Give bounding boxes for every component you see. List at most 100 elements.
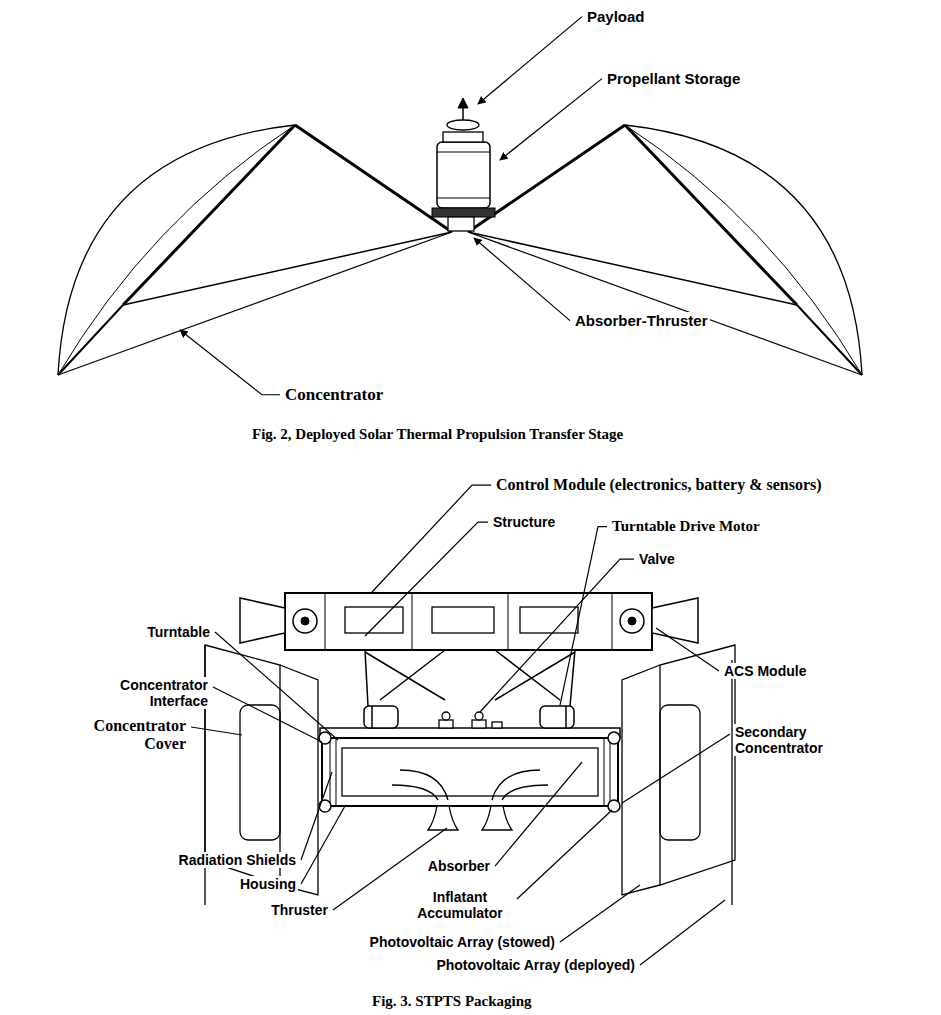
part-label: Control Module (electronics, battery & s… (494, 476, 824, 494)
absorber-housing (336, 738, 337, 806)
part-label: Housing (238, 876, 298, 892)
part-label: Inflatant Accumulator (406, 889, 514, 921)
control-module (520, 607, 578, 633)
side-panels-left (205, 645, 280, 885)
spacecraft (458, 98, 468, 108)
leader-line (180, 330, 280, 395)
leader-line (517, 810, 612, 899)
absorber-housing (604, 738, 605, 806)
control-module (620, 609, 644, 633)
leader-line (372, 485, 491, 592)
part-label: Structure (491, 514, 557, 530)
absorber-housing (502, 785, 548, 800)
concentrator-right (468, 232, 862, 375)
control-module (628, 617, 636, 625)
part-label: Thruster (269, 902, 330, 918)
part-label: Concentrator (283, 385, 385, 405)
spacecraft (447, 120, 479, 130)
acs-thruster (240, 598, 285, 643)
figure-caption: Fig. 3. STPTS Packaging (370, 993, 534, 1010)
absorber-housing (392, 785, 438, 800)
leader-line (215, 632, 338, 740)
leader-line (213, 687, 322, 742)
control-module (508, 593, 509, 650)
turntable (320, 706, 620, 738)
part-label: Absorber-Thruster (573, 312, 710, 329)
part-label: Photovoltaic Array (deployed) (434, 957, 637, 973)
concentrator-right (625, 125, 862, 375)
structure-strut (570, 650, 575, 706)
leader-line (656, 628, 719, 671)
control-module (285, 593, 652, 650)
side-panels-left (240, 705, 280, 840)
acs-thruster (652, 598, 698, 643)
control-module (325, 593, 326, 650)
absorber-housing (492, 770, 540, 800)
figure-caption: Fig. 2, Deployed Solar Thermal Propulsio… (250, 426, 625, 443)
turntable (320, 728, 620, 738)
absorber-housing (610, 738, 611, 806)
part-label: Secondary Concentrator (733, 724, 849, 756)
spacecraft (448, 217, 474, 231)
concentrator-left (58, 232, 452, 375)
spacecraft (437, 152, 490, 153)
absorber-housing (330, 738, 331, 806)
concentrator-right (625, 125, 797, 305)
part-label: ACS Module (722, 663, 808, 679)
control-module (345, 607, 403, 633)
part-label: Absorber (426, 858, 492, 874)
side-panels-right (622, 665, 660, 895)
part-label: Turntable Drive Motor (610, 518, 762, 535)
side-panels-right (660, 705, 700, 840)
absorber-housing (400, 770, 448, 800)
part-label: Valve (637, 551, 677, 567)
structure-strut (365, 650, 368, 706)
part-label: Concentrator Interface (98, 677, 210, 709)
structure-strut (380, 650, 445, 700)
side-panels-right (622, 645, 735, 905)
valve (442, 712, 450, 720)
side-panels-right (731, 660, 732, 905)
structure-strut (365, 650, 575, 706)
leader-line (500, 79, 602, 160)
leader-line (560, 885, 640, 942)
acs-thruster (240, 598, 698, 643)
turntable (540, 706, 574, 728)
inflatant-accumulator (319, 800, 331, 812)
spacecraft (443, 132, 483, 142)
leader-line (474, 238, 570, 321)
control-module (301, 617, 309, 625)
valve (492, 722, 502, 728)
valve (475, 712, 483, 720)
part-label: Propellant Storage (605, 70, 742, 87)
leader-line (301, 772, 332, 860)
concentrator-left (58, 305, 123, 375)
concentrator-left (123, 125, 295, 305)
control-module (285, 593, 652, 650)
inflatant-accumulator (608, 800, 620, 812)
part-label: Radiation Shields (177, 852, 298, 868)
spacecraft (432, 208, 495, 217)
control-module (432, 607, 494, 633)
concentrator-left (58, 125, 295, 375)
control-module (412, 593, 413, 650)
control-module (612, 593, 613, 650)
concentrator-right (797, 305, 862, 375)
control-module (293, 609, 317, 633)
structure-strut (495, 650, 560, 700)
leader-line (622, 734, 730, 803)
leader-line (560, 527, 607, 705)
part-label: Concentrator Cover (76, 717, 188, 754)
leader-line (191, 727, 242, 735)
part-label: Photovoltaic Array (stowed) (368, 934, 557, 950)
thruster-nozzle (428, 806, 458, 830)
leader-line (478, 17, 582, 104)
inflatant-accumulator (319, 732, 620, 812)
turntable (371, 706, 373, 728)
part-label: Payload (585, 8, 647, 25)
concentrator-left (123, 232, 452, 305)
leader-line (301, 806, 345, 884)
leader-line (480, 559, 634, 712)
turntable (565, 706, 567, 728)
inflatant-accumulator (319, 732, 331, 744)
